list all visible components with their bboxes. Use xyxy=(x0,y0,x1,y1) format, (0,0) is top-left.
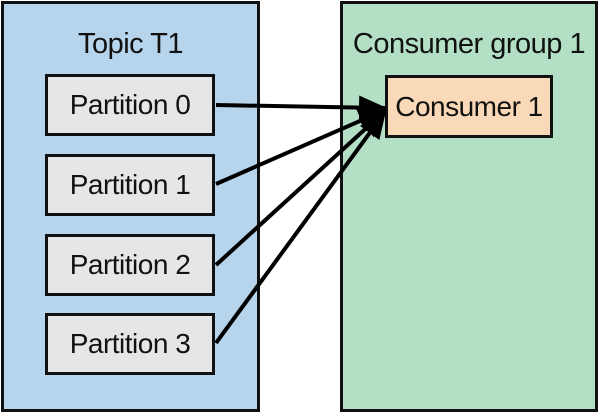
consumer-group-title: Consumer group 1 xyxy=(352,28,586,60)
partition-0-box: Partition 0 xyxy=(45,74,215,136)
partition-1-box: Partition 1 xyxy=(45,154,215,216)
partition-1-label: Partition 1 xyxy=(69,169,191,200)
topic-title: Topic T1 xyxy=(77,28,184,60)
partition-3-label: Partition 3 xyxy=(69,328,191,359)
partition-3-box: Partition 3 xyxy=(45,313,215,375)
consumer-1-label: Consumer 1 xyxy=(395,90,543,122)
consumer-group-panel: Consumer group 1 xyxy=(340,1,598,412)
partition-2-label: Partition 2 xyxy=(69,249,191,280)
partition-0-label: Partition 0 xyxy=(69,89,191,120)
consumer-1-box: Consumer 1 xyxy=(385,75,553,138)
partition-2-box: Partition 2 xyxy=(45,234,215,296)
